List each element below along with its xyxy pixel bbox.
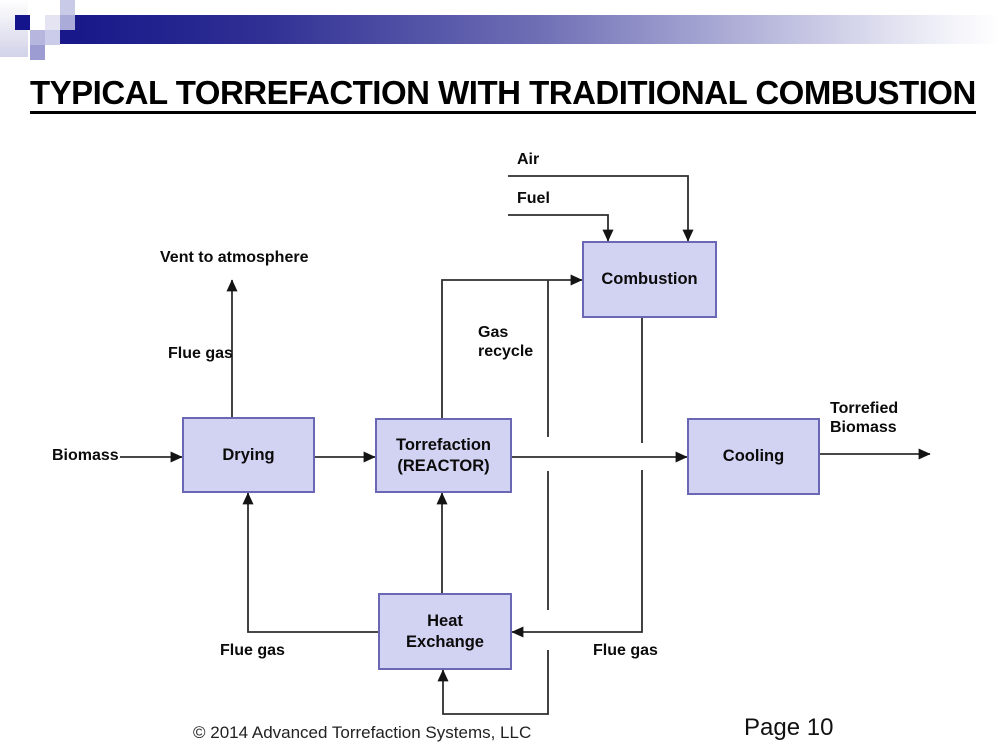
deco-square: [60, 15, 75, 30]
process-box-torrefaction: Torrefaction (REACTOR): [375, 418, 512, 493]
label-vent-to-atmosphere: Vent to atmosphere: [160, 249, 309, 266]
label-flue-gas-left: Flue gas: [220, 642, 285, 659]
label-biomass: Biomass: [52, 447, 119, 464]
page-number: Page 10: [744, 714, 834, 741]
label-flue-gas-right: Flue gas: [593, 642, 658, 659]
deco-square: [45, 15, 60, 30]
deco-square: [60, 0, 75, 15]
flow-combustion-to-heat-exchange: [511, 470, 643, 638]
label-air: Air: [517, 151, 540, 168]
deco-square: [15, 15, 30, 30]
header-bar-step: [60, 30, 75, 44]
flow-air-to-combustion: [508, 175, 694, 242]
flow-torrefaction-to-combustion: [441, 274, 583, 418]
process-box-heat-exchange: Heat Exchange: [378, 593, 512, 670]
process-box-combustion: Combustion: [582, 241, 717, 318]
deco-square: [45, 30, 60, 45]
process-box-cooling: Cooling: [687, 418, 820, 495]
label-flue-gas-drying: Flue gas: [168, 345, 233, 362]
deco-square: [30, 30, 45, 45]
flow-gas-recycle-to-heat-exchange: [437, 650, 549, 715]
copyright-text: © 2014 Advanced Torrefaction Systems, LL…: [193, 723, 532, 742]
slide-title: TYPICAL TORREFACTION WITH TRADITIONAL CO…: [30, 76, 976, 114]
flow-heat-exchange-to-drying: [242, 492, 378, 633]
header-bar: [75, 15, 1000, 44]
process-box-drying: Drying: [182, 417, 315, 493]
deco-square: [30, 45, 45, 60]
label-torrefied-biomass: Torrefied Biomass: [830, 400, 899, 436]
label-fuel: Fuel: [517, 190, 550, 207]
label-gas-recycle: Gas recycle: [478, 324, 534, 360]
flow-fuel-to-combustion: [508, 214, 614, 242]
